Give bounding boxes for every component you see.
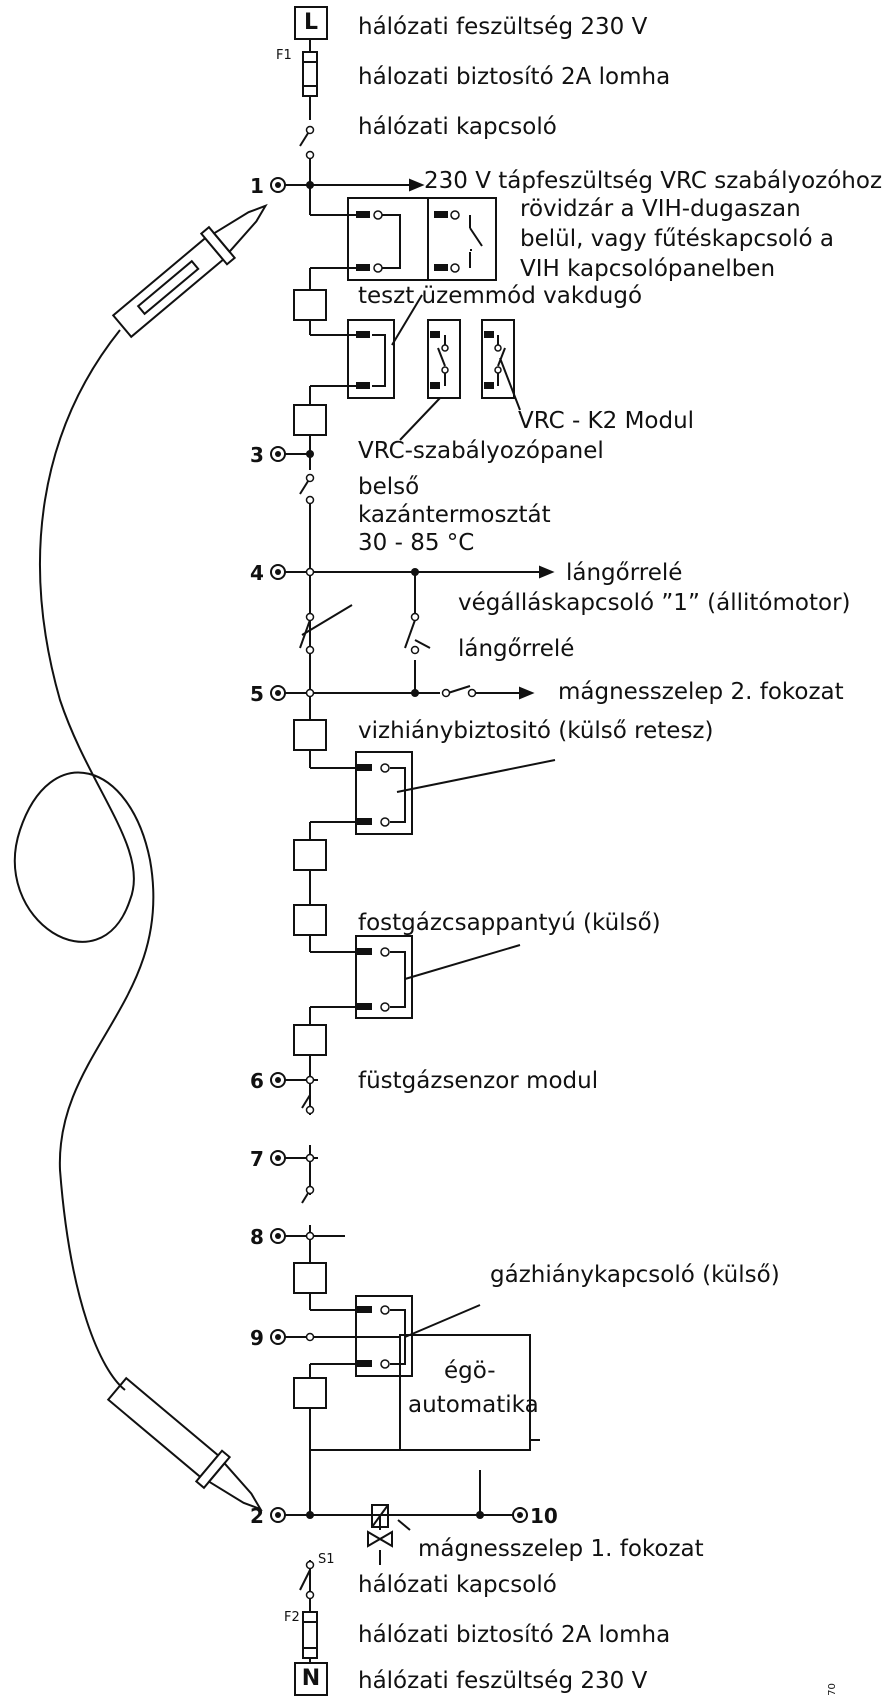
label-thermostat-2: kazántermosztát — [358, 502, 551, 528]
fuse-top — [302, 51, 318, 97]
label-test-plug: teszt üzemmód vakdugó — [358, 283, 643, 309]
label-flame-relay: lángőrrelé — [458, 636, 575, 662]
fuse-tag-bottom: F2 — [284, 1610, 300, 1625]
terminal-L: L — [294, 6, 328, 40]
label-fuse-top: hálozati biztosító 2A lomha — [358, 64, 671, 90]
switch-t5-out — [447, 685, 471, 694]
burner-box — [399, 1334, 531, 1451]
label-fuse-bottom: hálózati biztosító 2A lomha — [358, 1622, 671, 1648]
terminal-number: 9 — [250, 1326, 264, 1350]
connector-block-k2 — [481, 319, 515, 399]
terminal-number: 1 — [250, 174, 264, 198]
leader — [499, 357, 521, 411]
circuit-diagram — [13, 38, 556, 1675]
leader — [414, 639, 431, 649]
corner-code: 70 — [826, 1683, 838, 1696]
label-flame-relay-out: lángőrrelé — [566, 560, 683, 586]
terminal-N: N — [294, 1662, 328, 1696]
label-valve-stage1: mágnesszelep 1. fokozat — [418, 1536, 704, 1562]
leader — [397, 1519, 411, 1531]
label-vrc-panel: VRC-szabályozópanel — [358, 438, 604, 464]
valve-body — [367, 1530, 393, 1548]
switch-mains-bottom — [299, 1569, 311, 1591]
label-water-shortage: vizhiánybiztositó (külső retesz) — [358, 718, 714, 744]
fuse-top-cap — [302, 85, 318, 97]
label-supply-top: hálózati feszültség 230 V — [358, 14, 648, 40]
label-gas-shortage: gázhiánykapcsoló (külső) — [490, 1262, 780, 1288]
label-flue-sensor: füstgázsenzor modul — [358, 1068, 599, 1094]
label-flue-damper: fostgázcsappantyú (külső) — [358, 910, 661, 936]
fuse-tag-top: F1 — [276, 48, 292, 63]
leader — [404, 1304, 481, 1338]
arrow — [519, 686, 535, 700]
connector-block-water — [355, 751, 413, 835]
terminal-number: 7 — [250, 1147, 264, 1171]
leader — [404, 944, 521, 980]
label-limit-switch: végálláskapcsoló ”1” (állitómotor) — [458, 590, 851, 616]
valve-coil — [371, 1504, 389, 1528]
label-supply-bottom: hálózati feszültség 230 V — [358, 1668, 648, 1694]
plug-box — [293, 719, 327, 751]
label-burner-1: égö- — [444, 1358, 496, 1384]
label-shortcut-1: rövidzár a VIH-dugaszan — [520, 196, 801, 222]
switch-flame — [404, 619, 416, 649]
fuse-bottom-cap — [302, 1611, 318, 1623]
plug-box — [293, 404, 327, 436]
terminal-number: 10 — [530, 1504, 558, 1528]
label-thermostat-3: 30 - 85 °C — [358, 530, 475, 556]
switch-t6-t7 — [301, 1094, 311, 1109]
connector-block-vrc — [427, 319, 461, 399]
plug-box — [293, 289, 327, 321]
leader — [396, 759, 556, 793]
plug-box — [293, 1377, 327, 1409]
leader — [391, 294, 423, 346]
connector-block-vih-switch — [427, 197, 497, 281]
probe-cable — [13, 329, 155, 1391]
bridge — [390, 951, 406, 1008]
plug-box — [293, 839, 327, 871]
label-switch-top: hálózati kapcsoló — [358, 114, 557, 140]
label-shortcut-3: VIH kapcsolópanelben — [520, 256, 776, 282]
test-probe — [13, 203, 268, 1512]
plug-box — [293, 904, 327, 936]
label-thermostat-1: belső — [358, 474, 420, 500]
leader — [399, 397, 441, 441]
bridge — [372, 334, 386, 387]
fuse-bottom-cap — [302, 1647, 318, 1659]
label-burner-2: automatika — [408, 1392, 539, 1418]
label-k2-module: VRC - K2 Modul — [518, 408, 695, 434]
plug-box — [293, 1262, 327, 1294]
fuse-bottom — [302, 1611, 318, 1659]
bridge — [380, 214, 401, 269]
connector-block-test — [347, 319, 395, 399]
terminal-number: 2 — [250, 1504, 264, 1528]
terminal-number: 3 — [250, 443, 264, 467]
switch-tag-bottom: S1 — [318, 1552, 335, 1567]
arrow — [539, 565, 555, 579]
fuse-top-cap — [302, 51, 318, 63]
plug-box — [293, 1024, 327, 1056]
terminal-number: 4 — [250, 561, 264, 585]
label-vrc-supply: 230 V tápfeszültség VRC szabályozóhoz — [424, 168, 882, 194]
terminal-number: 6 — [250, 1069, 264, 1093]
label-switch-bottom: hálózati kapcsoló — [358, 1572, 557, 1598]
terminal-number: 8 — [250, 1225, 264, 1249]
arrow — [409, 178, 425, 192]
terminal-markers — [270, 177, 528, 1523]
leader — [301, 604, 353, 636]
terminal-number: 5 — [250, 682, 264, 706]
bridge — [390, 767, 406, 823]
label-valve-stage2: mágnesszelep 2. fokozat — [558, 679, 844, 705]
label-shortcut-2: belül, vagy fűtéskapcsoló a — [520, 226, 834, 252]
